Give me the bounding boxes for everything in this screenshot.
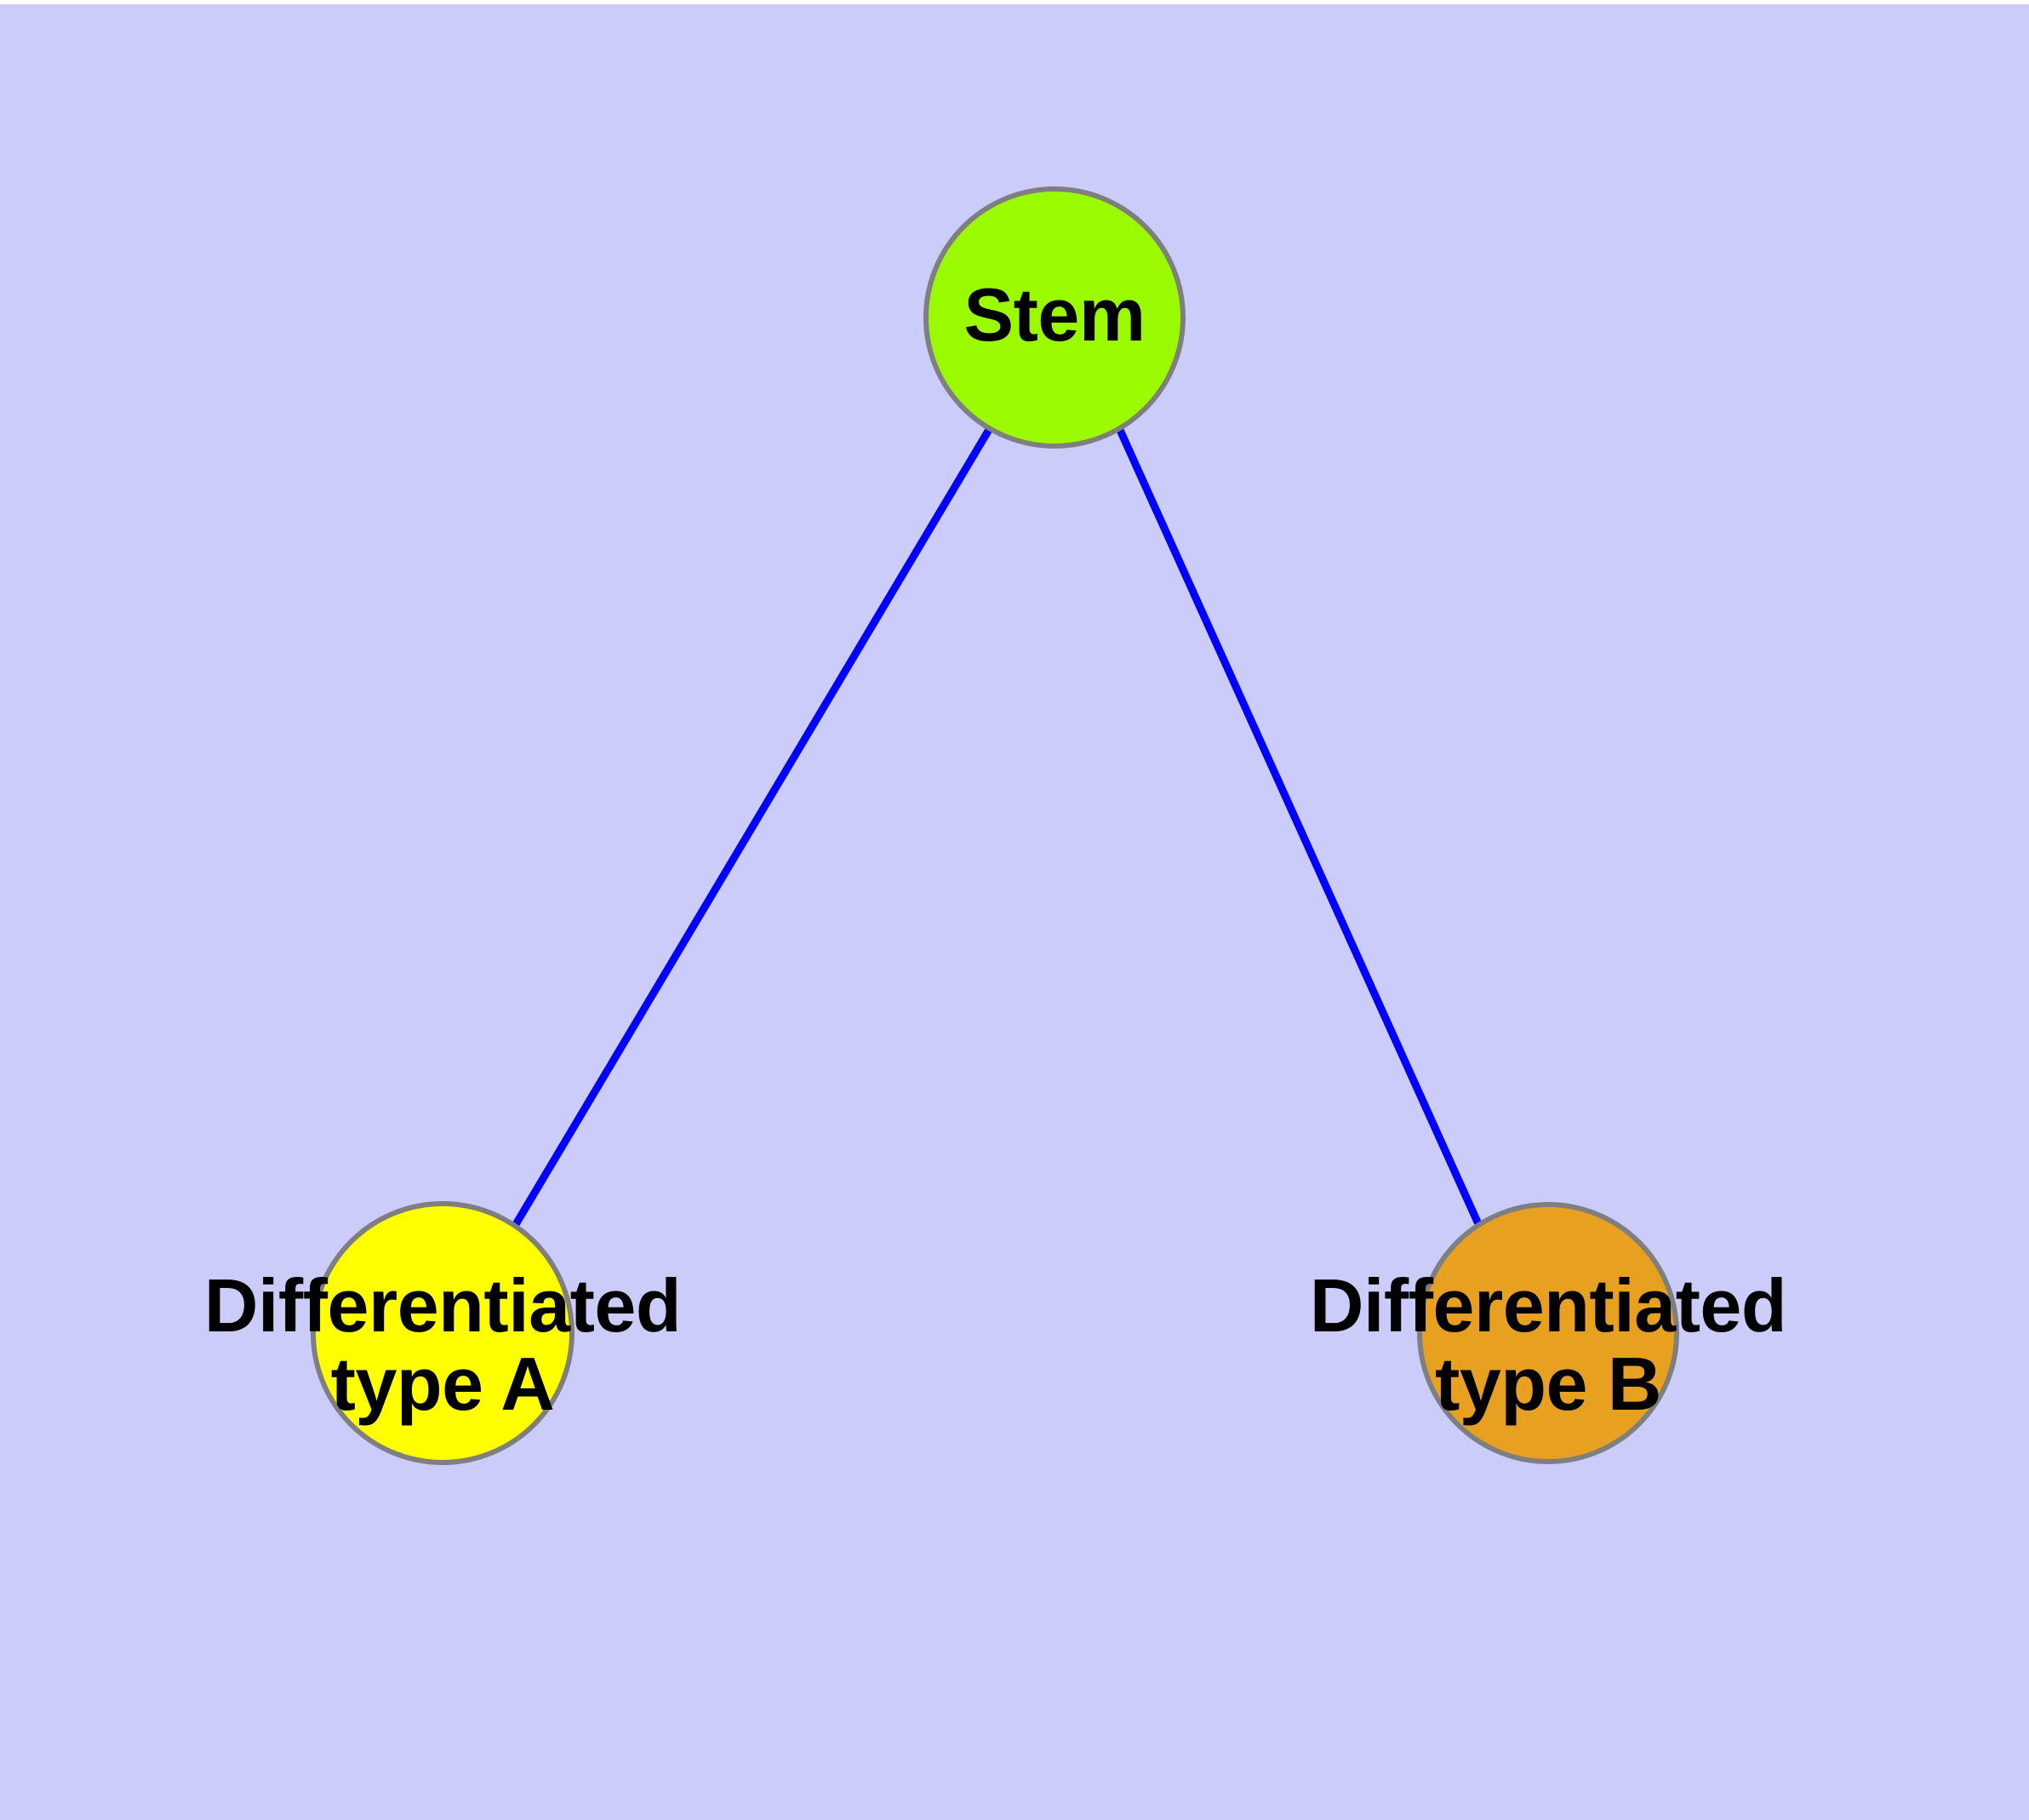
node-differentiated-type-b[interactable] <box>1417 1202 1679 1464</box>
edge-stem-to-differentiated-type-a[interactable] <box>512 426 993 1228</box>
edge-stem-to-differentiated-type-b[interactable] <box>1115 426 1483 1228</box>
edge-layer <box>512 426 1483 1228</box>
node-differentiated-type-a[interactable] <box>311 1201 574 1465</box>
node-stem[interactable] <box>923 186 1186 449</box>
node-layer <box>311 186 1679 1465</box>
